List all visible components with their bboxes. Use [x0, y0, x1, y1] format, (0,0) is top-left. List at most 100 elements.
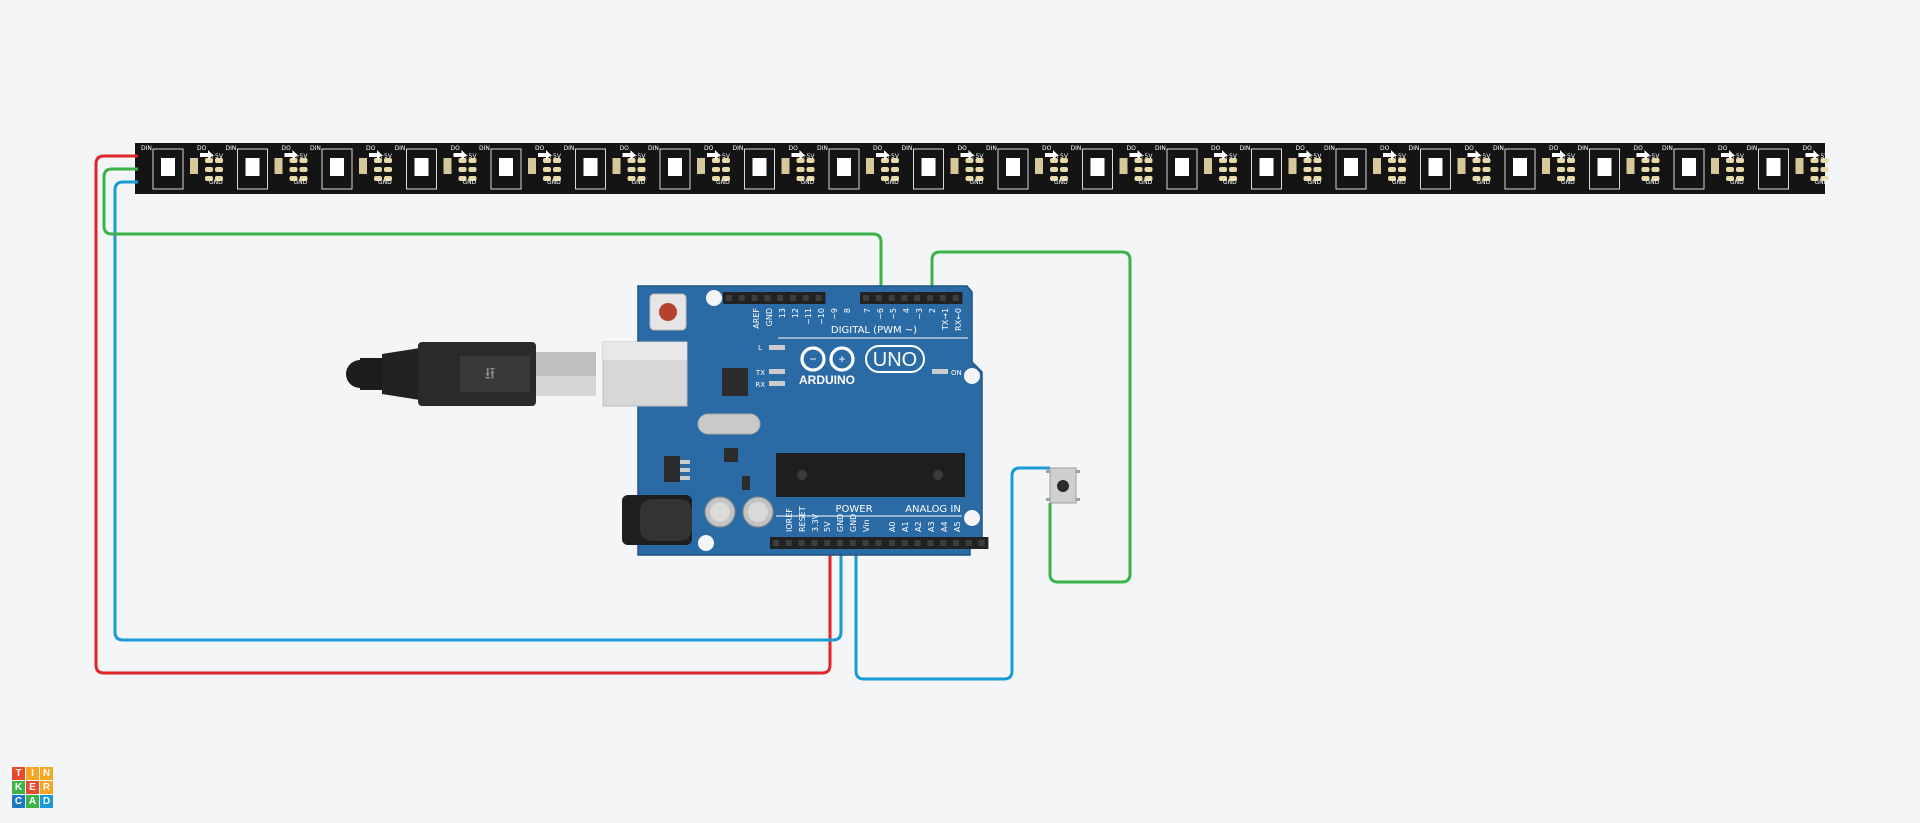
header-pin[interactable]: [939, 295, 946, 301]
wire-button-gnd-blue[interactable]: [854, 466, 1050, 681]
header-pin[interactable]: [875, 540, 882, 546]
led-resistor: [190, 158, 198, 174]
header-pin[interactable]: [914, 295, 921, 301]
header-pin[interactable]: [901, 540, 908, 546]
header-pin[interactable]: [888, 295, 895, 301]
solder-pad: [1726, 167, 1734, 172]
header-pin[interactable]: [751, 295, 758, 301]
header-pin[interactable]: [863, 295, 869, 301]
header-pin[interactable]: [965, 540, 972, 546]
header-pin[interactable]: [837, 540, 843, 546]
header-pin[interactable]: [764, 295, 771, 301]
solder-pad: [1482, 158, 1491, 163]
gnd-label: GND: [1054, 179, 1068, 186]
solder-pad: [543, 158, 551, 163]
digital-header-left[interactable]: [723, 292, 826, 304]
header-pin[interactable]: [777, 295, 784, 301]
header-pin[interactable]: [773, 540, 779, 546]
header-pin[interactable]: [726, 295, 732, 301]
led-resistor: [1542, 158, 1550, 174]
gnd-label: GND: [1223, 179, 1237, 186]
din-label: DIN: [395, 145, 406, 152]
header-pin[interactable]: [815, 295, 822, 301]
solder-pad: [215, 158, 223, 163]
arduino-uno-board[interactable]: − + ARDUINO UNO L TX RX ON DIGITAL (PWM …: [602, 285, 989, 556]
header-pin[interactable]: [738, 295, 745, 301]
analog-header-label: ANALOG IN: [905, 504, 961, 515]
solder-pad: [712, 158, 720, 163]
usb-cable[interactable]: ⭿: [346, 342, 596, 406]
header-pin[interactable]: [785, 540, 792, 546]
header-pin[interactable]: [849, 540, 856, 546]
solder-pad: [553, 158, 561, 163]
header-pin[interactable]: [901, 295, 908, 301]
wire-data-green[interactable]: [102, 167, 883, 297]
header-pin[interactable]: [914, 540, 921, 546]
led-chip: [668, 158, 682, 176]
power-header[interactable]: [770, 537, 898, 549]
logo-letter: A: [26, 795, 39, 808]
header-pin[interactable]: [862, 540, 869, 546]
analog-header[interactable]: [886, 537, 989, 549]
digital-pin-label: ~9: [830, 308, 839, 320]
header-pin[interactable]: [927, 295, 933, 301]
wire-gnd-blue[interactable]: [113, 180, 843, 642]
header-pin[interactable]: [790, 295, 796, 301]
header-pin[interactable]: [802, 295, 809, 301]
led-resistor: [528, 158, 536, 174]
led-resistor: [443, 158, 452, 174]
digital-pin-label: 7: [863, 308, 872, 313]
header-pin[interactable]: [927, 540, 934, 546]
do-label: DO: [1549, 145, 1559, 152]
header-pin[interactable]: [811, 540, 818, 546]
plus5v-label: +5V: [1816, 153, 1830, 160]
header-pin[interactable]: [824, 540, 831, 546]
digital-pin-label: 13: [778, 308, 787, 318]
solder-pad: [881, 176, 889, 181]
push-button[interactable]: [1046, 467, 1080, 504]
header-pin[interactable]: [978, 540, 985, 546]
header-pin[interactable]: [940, 540, 947, 546]
solder-pad: [975, 158, 984, 163]
gnd-label: GND: [1815, 179, 1829, 186]
led-chip: [414, 158, 429, 176]
header-pin[interactable]: [889, 540, 895, 546]
led-chip: [1175, 158, 1189, 176]
do-label: DO: [1296, 145, 1306, 152]
plus5v-label: +5V: [1393, 153, 1407, 160]
wire-button-green[interactable]: [930, 250, 1132, 584]
digital-pin-label: ~10: [817, 308, 826, 325]
arduino-logo: [800, 346, 855, 372]
header-pin[interactable]: [798, 540, 805, 546]
plus5v-label: +5V: [886, 153, 900, 160]
header-pin[interactable]: [952, 295, 959, 301]
header-pin[interactable]: [875, 295, 882, 301]
digital-header-right[interactable]: [860, 292, 963, 304]
solder-pad: [1050, 176, 1058, 181]
solder-pad: [1134, 176, 1143, 181]
wire-5v-red[interactable]: [94, 154, 832, 675]
header-pin[interactable]: [953, 540, 959, 546]
